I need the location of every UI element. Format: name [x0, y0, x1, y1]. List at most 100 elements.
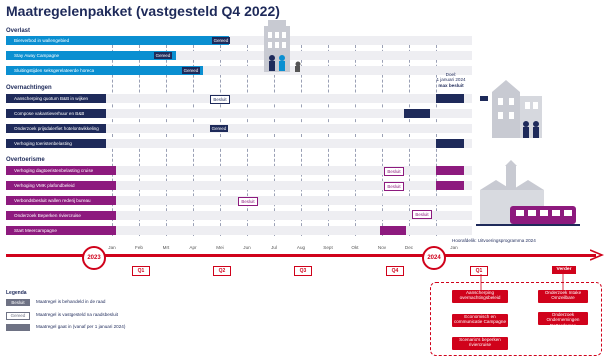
month-label: Feb	[135, 245, 143, 250]
year-2024-badge: 2024	[422, 246, 446, 270]
bar-label: Verhoging dagtoeristenbelasting cruise	[14, 168, 94, 173]
section-overnachtingen: Overnachtingen	[6, 85, 52, 91]
bar-bierverbod: Bierverbod in wallengebied	[6, 36, 229, 45]
bar-toeristenbelasting: Verhoging toeristenbelasting	[6, 139, 106, 148]
month-label: Dec	[404, 245, 414, 250]
timeline-axis	[6, 254, 596, 257]
track-row-12	[6, 226, 472, 235]
month-label: Sept	[323, 245, 333, 250]
bar-cruise: Verhoging dagtoeristenbelasting cruise	[6, 166, 116, 175]
station-tram-illustration	[476, 160, 580, 226]
building-people-illustration	[264, 20, 301, 72]
bar-quotum-bb: Aanscherping quotum B&B in wijken	[6, 94, 106, 103]
track-row-8	[6, 166, 472, 175]
bar-label: Start Meercampagne	[14, 228, 57, 233]
bar-sluitingstijden: Sluitingstijden seksgerelateerde horeca	[6, 66, 203, 75]
followup-item: Aanscherping overnachtingsbeleid	[452, 290, 508, 303]
month-label: Apr	[189, 245, 197, 250]
month-label: Mrt	[162, 245, 170, 250]
connector-line	[480, 274, 482, 290]
annotation-line-3: max besluit	[438, 82, 464, 88]
followup-item: Scenario's beperken riviercruise	[452, 337, 508, 350]
deadline-annotation: Doel: 1 januari 2024 max besluit	[432, 72, 470, 88]
bar-label: Verbondsbesluit wallen rederij bureau	[14, 198, 91, 203]
marker-besluit: Besluit	[384, 167, 404, 176]
bar-label: Aanscherping quotum B&B in wijken	[14, 96, 89, 101]
bar-label: Verhoging toeristenbelasting	[14, 141, 72, 146]
legend-swatch-besluit: Besluit	[6, 299, 30, 306]
bar-label: Onderzoek prijsdalerfiet hotelontwikkeli…	[14, 126, 99, 131]
bar-vakantieverhuur-effect	[404, 109, 430, 118]
track-row-7	[6, 139, 472, 148]
section-overlast: Overlast	[6, 28, 31, 34]
bar-meercampagne: Start Meercampagne	[6, 226, 116, 235]
month-label: Jun	[243, 245, 251, 250]
bar-toeristenbelasting-effect	[436, 139, 464, 148]
month-label: Jul	[271, 245, 277, 250]
annotation-line-1: Doel:	[445, 72, 457, 77]
bar-rederij: Verbondsbesluit wallen rederij bureau	[6, 196, 116, 205]
bar-label: Stay Away Campagne	[14, 53, 60, 58]
legend-title: Legenda	[6, 290, 27, 296]
marker-besluit: Besluit	[238, 197, 258, 206]
track-row-1	[6, 36, 472, 45]
quarter-badge: Q4	[386, 266, 404, 276]
legend-text: Maatregel is vastgesteld na raadsbesluit	[36, 312, 118, 317]
legend-swatch-effect	[6, 324, 30, 331]
year-2023-badge: 2023	[82, 246, 106, 270]
connector-line	[562, 274, 564, 290]
bar-vakantieverhuur: Compose vakantieverhuur en B&B	[6, 109, 106, 118]
quarter-badge: Q2	[213, 266, 231, 276]
marker-gereed: Gereed	[210, 125, 228, 132]
bar-stay-away: Stay Away Campagne	[6, 51, 176, 60]
marker-gereed: Gereed	[212, 37, 230, 44]
marker-gereed: Gereed	[154, 52, 172, 59]
bar-vmk: Verhoging VMK plafondbeleid	[6, 181, 116, 190]
bar-cruise-effect	[436, 166, 464, 175]
annotation-line-2: 1 januari 2024	[436, 77, 466, 83]
bar-hotelontwikkeling: Onderzoek prijsdalerfiet hotelontwikkeli…	[6, 124, 106, 133]
bar-meercampagne-effect	[380, 226, 406, 235]
followup-item: Economisch en communicatie Campagne	[452, 314, 508, 327]
quarter-badge: Q1	[470, 266, 488, 276]
marker-besluit: Besluit	[210, 95, 230, 104]
track-row-3	[6, 66, 472, 75]
bar-label: Onderzoek Beperken riviercruise	[14, 213, 81, 218]
track-row-6	[6, 124, 472, 133]
quarter-badge: Q1	[132, 266, 150, 276]
marker-besluit: Besluit	[384, 182, 404, 191]
page-title: Maatregelenpakket (vastgesteld Q4 2022)	[6, 3, 280, 19]
bar-label: Sluitingstijden seksgerelateerde horeca	[14, 68, 95, 73]
legend-text: Maatregel is behandeld in de raad	[36, 299, 106, 304]
canal-houses-illustration	[480, 80, 542, 138]
track-row-11	[6, 211, 472, 220]
bar-vmk-effect	[436, 181, 464, 190]
track-row-9	[6, 181, 472, 190]
month-label: Okt	[351, 245, 359, 250]
month-label: Jan	[450, 245, 458, 250]
bar-label: Bierverbod in wallengebied	[14, 38, 70, 43]
later-badge: Verder	[552, 266, 576, 274]
marker-besluit: Besluit	[412, 210, 432, 219]
track-row-4	[6, 94, 472, 103]
bar-label: Verhoging VMK plafondbeleid	[14, 183, 75, 188]
track-row-5	[6, 109, 472, 118]
bar-riviercruise: Onderzoek Beperken riviercruise	[6, 211, 116, 220]
section-overtoerisme: Overtoerisme	[6, 157, 45, 163]
month-label: Nov	[377, 245, 387, 250]
marker-gereed: Gereed	[182, 67, 200, 74]
timeline-caption: Hoorafdelik: Uitvoeringsprogramma 2024	[452, 238, 536, 243]
bar-quotum-bb-effect	[436, 94, 464, 103]
quarter-badge: Q3	[294, 266, 312, 276]
month-label: Jan	[108, 245, 116, 250]
followup-item: Onderzoek Intake Omzeilbare	[538, 290, 588, 303]
followup-item: Onderzoek Ondernemingen Rotterdamse	[538, 312, 588, 328]
followup-area	[430, 282, 602, 356]
arrow-right-icon	[590, 249, 604, 261]
bar-label: Compose vakantieverhuur en B&B	[14, 111, 85, 116]
month-label: Mei	[216, 245, 224, 250]
track-row-2	[6, 51, 472, 60]
month-label: Aug	[296, 245, 306, 250]
legend-swatch-gereed: Gereed	[6, 312, 30, 320]
legend-text: Maatregel gaat in (vanaf per 1 januari 2…	[36, 324, 126, 329]
